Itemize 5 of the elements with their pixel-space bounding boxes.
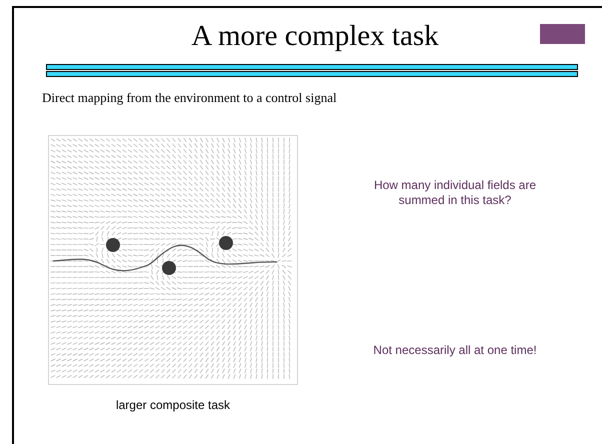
note-text: Not necessarily all at one time! [372,343,538,358]
subtitle-text: Direct mapping from the environment to a control signal [42,89,337,107]
slide-title: A more complex task [190,19,440,54]
question-text: How many individual fields are summed in this task? [372,178,538,208]
figure-caption: larger composite task [114,397,232,413]
